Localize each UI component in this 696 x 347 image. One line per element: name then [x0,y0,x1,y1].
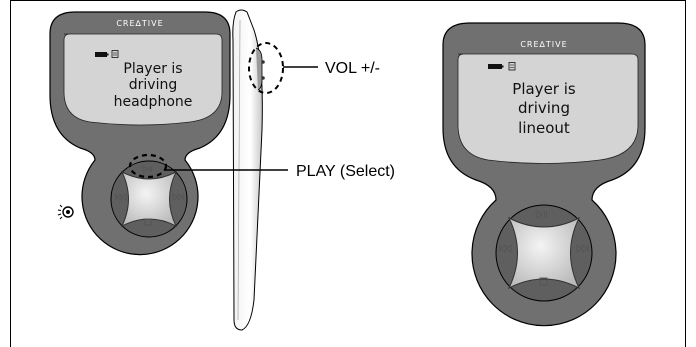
left-screen-line-3: headphone [114,94,193,110]
left-next-icon[interactable] [172,193,184,201]
hold-lock-icon [111,50,119,58]
play-highlight-circle [128,153,168,179]
right-nav-pad[interactable] [495,204,593,302]
play-callout-label: PLAY (Select) [296,163,395,180]
volume-highlight-circle [248,42,284,94]
right-previous-icon[interactable] [499,244,512,253]
right-next-icon[interactable] [576,244,589,253]
left-brand-logo: CRE∆TIVE [116,19,163,28]
right-screen-line-3: lineout [518,119,570,137]
volume-callout-label: VOL +/- [325,60,380,77]
right-screen-line-2: driving [518,99,570,117]
left-previous-icon[interactable] [115,193,127,201]
volume-rocker[interactable] [255,47,265,91]
left-play-pause-icon[interactable] [142,165,152,173]
left-stop-icon[interactable] [144,218,152,226]
left-screen-line-2: driving [129,77,177,93]
left-screen-line-1: Player is [123,61,182,77]
right-screen [457,53,639,164]
right-hold-lock-icon [508,62,516,71]
left-nav-pad[interactable] [110,160,188,238]
power-icon[interactable] [57,204,74,220]
right-battery-icon [488,64,504,69]
right-play-pause-icon[interactable] [536,210,547,219]
left-player: CRE∆TIVE Player is driving headphone [49,11,231,256]
right-screen-line-1: Player is [512,80,576,98]
right-player: CRE∆TIVE Player is driving lineout [442,22,646,327]
right-brand-logo: CRE∆TIVE [520,40,567,49]
right-stop-icon[interactable] [539,277,548,286]
battery-icon [95,52,109,57]
